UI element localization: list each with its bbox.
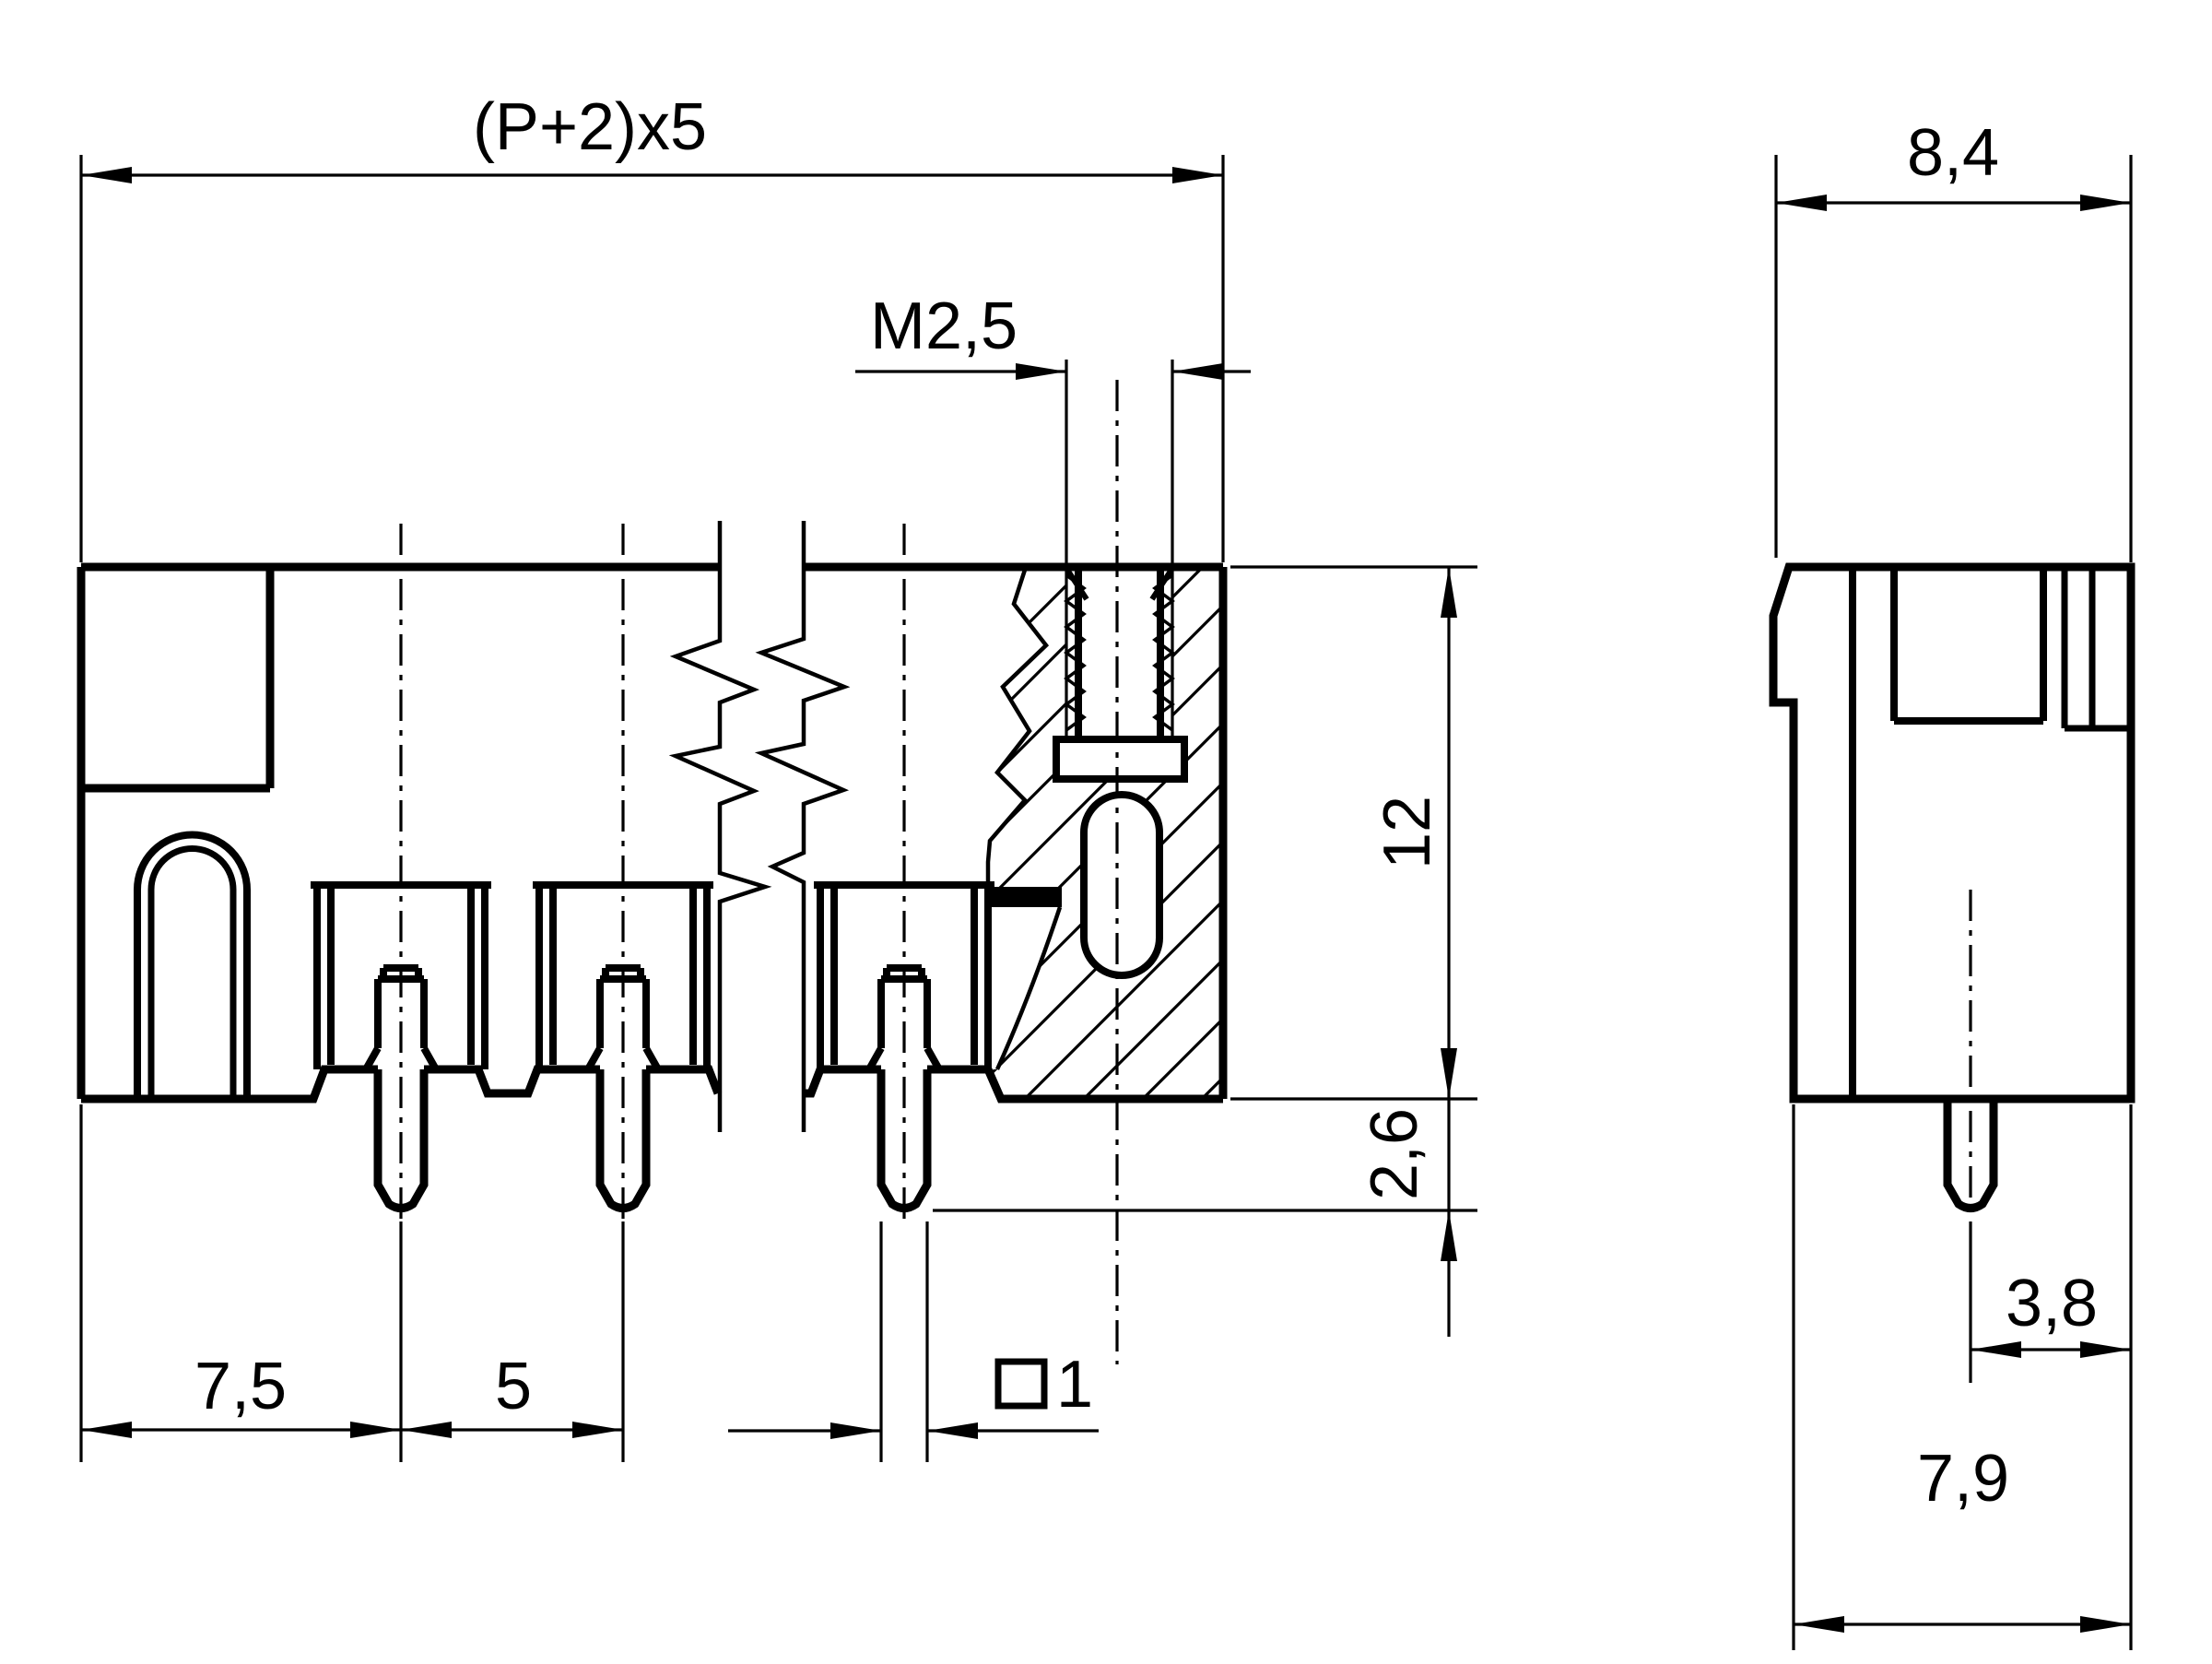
thread-serration-left	[1064, 573, 1087, 732]
dim-pin-square-label: 1	[1056, 1348, 1093, 1422]
dim-pin-square: 1	[728, 1221, 1099, 1462]
section-torn-edge	[985, 566, 1050, 885]
contact-cavity-1	[311, 524, 491, 1221]
extension-line	[1969, 1104, 2133, 1650]
extension-line	[879, 1221, 929, 1462]
contact-cavity-2	[533, 524, 713, 1221]
dim-overall-width: (P+2)x5	[79, 90, 1225, 562]
side-rear-slot	[2061, 567, 2131, 732]
dim-thread-label: M2,5	[870, 289, 1018, 363]
dimension-arrow	[1172, 363, 1223, 380]
dimension-arrow	[401, 1422, 452, 1438]
dim-pin-to-back: 3,8	[1969, 1104, 2133, 1650]
dim-overall-depth-label: 8,4	[1907, 116, 1999, 190]
square-symbol	[994, 1358, 1048, 1410]
dimension-arrow	[81, 1422, 132, 1438]
dim-pitch-label: 5	[495, 1350, 532, 1423]
dim-body-depth: 7,9	[1792, 1104, 2131, 1650]
contact-cavity-3	[814, 524, 994, 1226]
dimension-arrow	[1794, 1616, 1844, 1633]
dim-pin-protrusion-label: 2,6	[1358, 1108, 1431, 1200]
u-slot-outer	[134, 831, 251, 1099]
u-slot-inner	[147, 845, 237, 1099]
dimension-arrow	[927, 1422, 978, 1439]
extension-line	[1065, 360, 1174, 564]
clamp-slot-capsule	[1080, 791, 1163, 979]
dim-end-pitch-label: 7,5	[194, 1350, 287, 1423]
dim-overall-depth: 8,4	[1774, 116, 2133, 562]
dim-height: 12	[1230, 565, 1477, 1101]
counterbore-relief	[990, 907, 1060, 1069]
thread-serration-right	[1152, 573, 1175, 732]
dimension-arrow	[350, 1422, 401, 1438]
thread-root-lines	[1075, 569, 1164, 739]
dimension-arrow	[1016, 363, 1066, 380]
dim-pin-protrusion: 2,6	[933, 1099, 1477, 1337]
counterbore-edge	[994, 906, 1063, 1070]
dim-end-pitch: 7,5	[79, 1104, 403, 1462]
section-hatch-area	[988, 567, 1223, 1099]
dim-height-label: 12	[1371, 796, 1444, 869]
side-body-outline	[1769, 562, 2136, 1103]
dimension-arrow	[2080, 1616, 2131, 1633]
dim-body-depth-label: 7,9	[1917, 1442, 2009, 1516]
dimension-arrow	[1441, 1210, 1457, 1261]
dim-pitch: 5	[401, 1221, 625, 1462]
dimension-arrow	[81, 167, 132, 183]
dimension-arrow	[1971, 1341, 2021, 1358]
dimension-arrow	[1441, 1048, 1457, 1099]
extension-line	[79, 1104, 403, 1462]
dimension-arrow	[830, 1422, 881, 1439]
thread-bottom-plate	[1053, 736, 1188, 783]
dimension-arrow	[1776, 195, 1827, 211]
extension-line	[1230, 565, 1477, 1101]
front-view	[76, 380, 1228, 1364]
dim-pin-to-back-label: 3,8	[2006, 1267, 2098, 1340]
dimension-arrow	[1172, 167, 1223, 183]
dimension-arrow	[1441, 567, 1457, 618]
break-lines	[668, 521, 851, 1132]
extension-line	[1774, 155, 2133, 562]
dim-overall-width-label: (P+2)x5	[473, 90, 707, 164]
side-top-recess	[1890, 567, 2047, 725]
side-view	[1769, 562, 2136, 1215]
dimension-arrow	[572, 1422, 623, 1438]
dimension-arrow	[2080, 1341, 2131, 1358]
extension-line	[79, 155, 1225, 562]
cavity-floor-section	[990, 887, 1062, 907]
dim-thread: M2,5	[855, 289, 1251, 564]
dimension-arrow	[2080, 195, 2131, 211]
keying-notch	[81, 567, 275, 793]
thread-chamfer-marks	[1065, 568, 1174, 601]
thread-hole	[1053, 380, 1188, 1364]
